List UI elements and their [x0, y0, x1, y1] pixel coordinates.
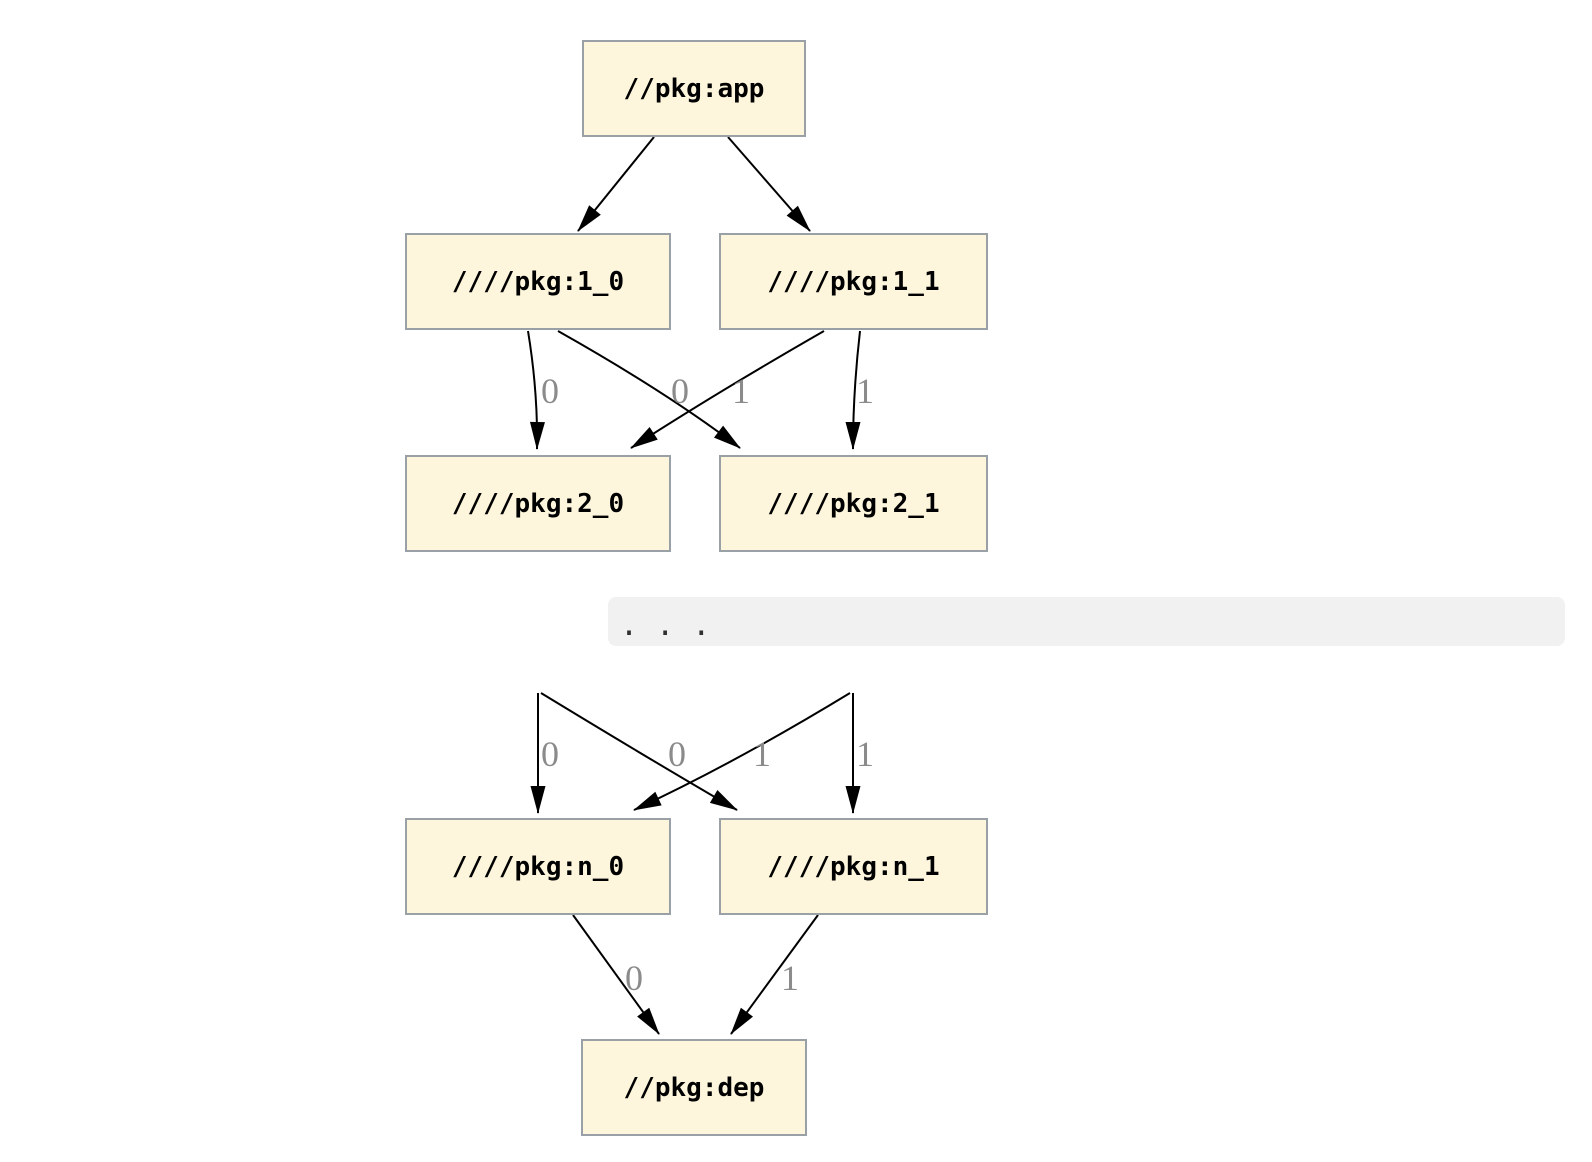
edge-app-to-1-1 — [727, 136, 811, 232]
edge-label-n-1-to-dep: 1 — [781, 958, 799, 998]
edge-1-0-to-2-0 — [527, 330, 545, 450]
edge-label-1-0-to-2-0: 0 — [541, 371, 559, 411]
node-pkg-2-1: ////pkg:2_1 — [719, 455, 988, 552]
edge-label-n-0-to-dep: 0 — [625, 958, 643, 998]
edge-label-1-1-to-2-1: 1 — [856, 371, 874, 411]
node-pkg-dep: //pkg:dep — [581, 1039, 807, 1136]
edge-n-0-to-dep — [572, 914, 660, 1035]
node-pkg-2-0: ////pkg:2_0 — [405, 455, 671, 552]
edge-label-elided-right-to-n-1: 1 — [856, 734, 874, 774]
ellipsis-text: . . . — [620, 608, 711, 643]
edge-label-elided-right-to-n-0: 0 — [668, 734, 686, 774]
ellipsis-band: . . . — [608, 597, 1565, 646]
edge-elided-right-to-n-0 — [633, 692, 851, 811]
node-pkg-app: //pkg:app — [582, 40, 806, 137]
edge-label-elided-left-to-n-0: 0 — [541, 734, 559, 774]
edge-1-1-to-2-0 — [630, 330, 825, 449]
node-pkg-n-1: ////pkg:n_1 — [719, 818, 988, 915]
node-pkg-1-1: ////pkg:1_1 — [719, 233, 988, 330]
edge-label-elided-left-to-n-1: 1 — [753, 734, 771, 774]
edge-1-1-to-2-1 — [845, 330, 861, 450]
edge-label-1-0-to-2-1: 1 — [732, 371, 750, 411]
edge-n-1-to-dep — [730, 914, 819, 1035]
node-pkg-n-0: ////pkg:n_0 — [405, 818, 671, 915]
edge-1-0-to-2-1 — [557, 330, 741, 449]
node-pkg-1-0: ////pkg:1_0 — [405, 233, 671, 330]
edge-app-to-1-0 — [577, 136, 655, 232]
edge-elided-left-to-n-1 — [540, 692, 738, 811]
edge-label-1-1-to-2-0: 0 — [671, 371, 689, 411]
